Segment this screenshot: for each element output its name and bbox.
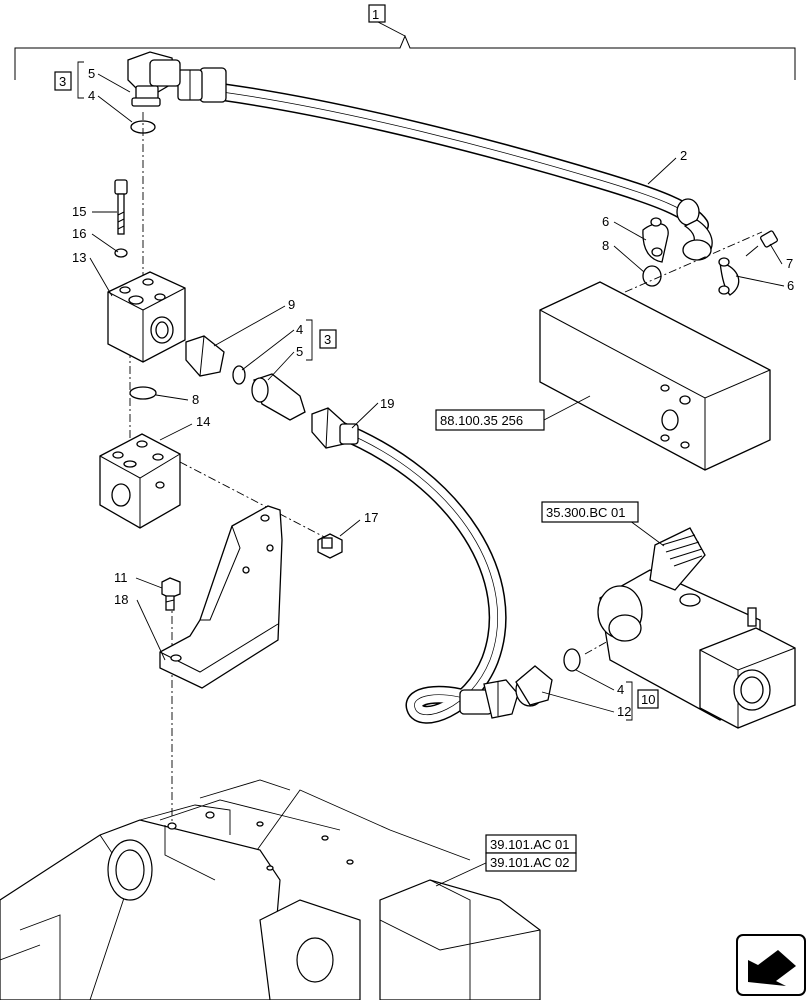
bolt-15 (114, 179, 128, 235)
o-ring-8-left (129, 386, 157, 400)
callout-11[interactable]: 11 (114, 570, 128, 585)
machine-frame (0, 779, 541, 1000)
callout-4-top[interactable]: 4 (88, 88, 95, 103)
arrow-navigation-icon[interactable] (736, 934, 806, 996)
callout-2[interactable]: 2 (680, 148, 687, 163)
fitting-12 (515, 665, 553, 707)
ref-35-300-bc-01[interactable]: 35.300.BC 01 (546, 505, 626, 520)
block-13 (107, 271, 186, 363)
callout-15[interactable]: 15 (72, 204, 86, 219)
callout-5-mid[interactable]: 5 (296, 344, 303, 359)
callout-8-left[interactable]: 8 (192, 392, 199, 407)
callout-3-top[interactable]: 3 (59, 74, 66, 89)
callout-3-mid[interactable]: 3 (324, 332, 331, 347)
callout-16[interactable]: 16 (72, 226, 86, 241)
assembly-brace (14, 4, 796, 80)
o-ring-right (563, 648, 581, 672)
callout-10[interactable]: 10 (641, 692, 655, 707)
bolt-11 (161, 577, 181, 611)
bracket (159, 505, 283, 689)
clamp-6-upper (642, 217, 669, 263)
bolt-7 (745, 230, 778, 257)
washer-16 (114, 248, 128, 258)
callout-1[interactable]: 1 (372, 7, 379, 22)
axis-valve (584, 639, 611, 655)
callout-14[interactable]: 14 (196, 414, 210, 429)
callout-4-right[interactable]: 4 (617, 682, 624, 697)
valve-assembly (597, 527, 796, 729)
axis-clamp (624, 231, 763, 293)
callout-6-lower[interactable]: 6 (787, 278, 794, 293)
ref-88-box (435, 409, 545, 431)
callout-12[interactable]: 12 (617, 704, 631, 719)
ref-35-box (541, 501, 639, 523)
callout-8-right[interactable]: 8 (602, 238, 609, 253)
upper-hose (177, 67, 713, 261)
callout-3-mid-box (319, 329, 337, 349)
adapter-9 (185, 335, 225, 377)
bolt-17 (317, 533, 343, 559)
callout-13[interactable]: 13 (72, 250, 86, 265)
callout-9[interactable]: 9 (288, 297, 295, 312)
callout-5-top[interactable]: 5 (88, 66, 95, 81)
ref-39-101-ac-01[interactable]: 39.101.AC 01 (490, 837, 570, 852)
axis-block-14 (179, 461, 331, 541)
callout-17[interactable]: 17 (364, 510, 378, 525)
large-block (539, 281, 771, 471)
ref-39-02-box (485, 852, 577, 872)
ref-88-100-35-256[interactable]: 88.100.35 256 (440, 413, 523, 428)
callout-4-mid[interactable]: 4 (296, 322, 303, 337)
ref-39-101-ac-02[interactable]: 39.101.AC 02 (490, 855, 570, 870)
o-ring-mid (232, 365, 246, 385)
callout-18[interactable]: 18 (114, 592, 128, 607)
callout-3-top-box (54, 71, 72, 91)
clamp-6-lower (718, 257, 740, 296)
fitting-5-mid (251, 373, 306, 421)
callout-19[interactable]: 19 (380, 396, 394, 411)
callout-7[interactable]: 7 (786, 256, 793, 271)
block-14 (99, 433, 181, 529)
lower-hose (311, 407, 519, 724)
elbow-fitting (127, 51, 181, 107)
callout-10-box (637, 689, 659, 709)
leader-lines (77, 61, 785, 887)
callout-6-upper[interactable]: 6 (602, 214, 609, 229)
